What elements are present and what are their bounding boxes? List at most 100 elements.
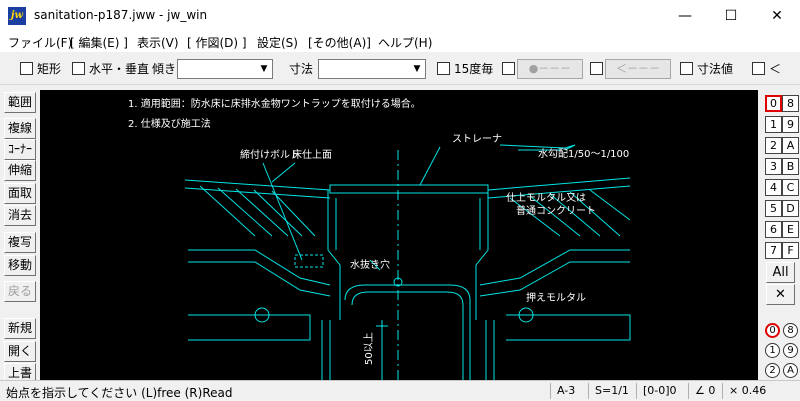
tilt-label: 傾き bbox=[152, 62, 177, 76]
menu-edit[interactable]: [ 編集(E) ] bbox=[70, 36, 128, 50]
hv-label: 水平・垂直 bbox=[89, 62, 150, 76]
label-mortar-1: 仕上モルタル又は bbox=[506, 191, 586, 204]
attribute-toolbar: 矩形 水平・垂直 傾き ▼ 寸法 ▼ 15度毎 ●－－－ ＜－－－ 寸法値 ＜ bbox=[0, 54, 800, 85]
chevron-down-icon[interactable]: ▼ bbox=[260, 64, 268, 74]
tool-undo[interactable]: 戻る bbox=[4, 281, 36, 302]
bolt-detail bbox=[294, 254, 324, 268]
menu-bar: ファイル(F) [ 編集(E) ] 表示(V) [ 作図(D) ] 設定(S) … bbox=[0, 32, 800, 52]
leader-bolt bbox=[262, 162, 303, 261]
deg15-checkbox[interactable] bbox=[437, 62, 450, 75]
layer-group-B[interactable]: B bbox=[782, 158, 799, 175]
label-mortar-2: 普通コンクリート bbox=[516, 204, 596, 217]
paper-size[interactable]: A-3 bbox=[550, 383, 575, 399]
layer-group-4[interactable]: 4 bbox=[765, 179, 782, 196]
dot-checkbox[interactable] bbox=[502, 62, 515, 75]
pipe-walls-inner bbox=[329, 320, 487, 380]
layer-display[interactable]: [0-0]0 bbox=[636, 383, 677, 399]
tool-copy[interactable]: 複写 bbox=[4, 232, 36, 253]
dot-line-button[interactable]: ●－－－ bbox=[517, 59, 583, 79]
tool-erase[interactable]: 消去 bbox=[4, 205, 36, 226]
all-layers-button[interactable]: All bbox=[766, 262, 795, 283]
tool-move[interactable]: 移動 bbox=[4, 255, 36, 276]
layer-2-circle[interactable]: 2 bbox=[765, 363, 780, 378]
rect-checkbox[interactable] bbox=[20, 62, 33, 75]
layer-group-3[interactable]: 3 bbox=[765, 158, 782, 175]
layer-group-5[interactable]: 5 bbox=[765, 200, 782, 217]
layer-8-circle[interactable]: 8 bbox=[783, 323, 798, 338]
dimval-label: 寸法値 bbox=[697, 62, 734, 76]
trap-cup bbox=[344, 284, 471, 380]
layer-9-circle[interactable]: 9 bbox=[783, 343, 798, 358]
strainer-plate bbox=[329, 184, 489, 194]
slope-arrow bbox=[499, 144, 576, 151]
drain-body bbox=[327, 190, 489, 320]
layer-group-D[interactable]: D bbox=[782, 200, 799, 217]
drawing-canvas[interactable]: 1. 適用範囲：防水床に床排水金物ワントラップを取付ける場合。 2. 仕様及び施… bbox=[40, 90, 758, 380]
layer-group-9[interactable]: 9 bbox=[782, 116, 799, 133]
menu-file[interactable]: ファイル(F) bbox=[8, 36, 73, 50]
layer-0-circle[interactable]: 0 bbox=[765, 323, 780, 338]
layer-close-button[interactable]: ✕ bbox=[766, 284, 795, 305]
tool-chamfer[interactable]: 面取 bbox=[4, 183, 36, 204]
leader-floor bbox=[271, 162, 296, 183]
tool-corner[interactable]: ｺｰﾅｰ bbox=[4, 139, 36, 160]
layer-group-E[interactable]: E bbox=[782, 221, 799, 238]
dimval-checkbox[interactable] bbox=[680, 62, 693, 75]
tool-new[interactable]: 新規 bbox=[4, 318, 36, 339]
layer-group-7[interactable]: 7 bbox=[765, 242, 782, 259]
layer-1-circle[interactable]: 1 bbox=[765, 343, 780, 358]
tool-open[interactable]: 開く bbox=[4, 341, 36, 362]
layer-group-F[interactable]: F bbox=[782, 242, 799, 259]
status-bar: 始点を指示してください (L)free (R)Read A-3 S=1/1 [0… bbox=[0, 380, 800, 401]
floor-line-left bbox=[184, 179, 331, 191]
layer-group-0[interactable]: 0 bbox=[765, 95, 782, 112]
maximize-button[interactable]: ☐ bbox=[724, 8, 738, 24]
layer-group-8[interactable]: 8 bbox=[782, 95, 799, 112]
label-drain-hole: 水抜き穴 bbox=[350, 258, 390, 271]
cad-drawing: 1. 適用範囲：防水床に床排水金物ワントラップを取付ける場合。 2. 仕様及び施… bbox=[128, 97, 631, 380]
lt-checkbox[interactable] bbox=[752, 62, 765, 75]
layer-group-6[interactable]: 6 bbox=[765, 221, 782, 238]
leader-hole bbox=[369, 259, 381, 271]
hv-checkbox[interactable] bbox=[72, 62, 85, 75]
dimension-line bbox=[376, 320, 388, 380]
close-button[interactable]: ✕ bbox=[771, 8, 783, 24]
scale-display[interactable]: S=1/1 bbox=[588, 383, 629, 399]
dim-combo[interactable]: ▼ bbox=[318, 59, 426, 79]
tool-overwrite[interactable]: 上書 bbox=[4, 363, 36, 384]
tool-extend[interactable]: 伸縮 bbox=[4, 160, 36, 181]
layer-group-1[interactable]: 1 bbox=[765, 116, 782, 133]
drain-inner bbox=[335, 198, 481, 250]
menu-other[interactable]: [その他(A)] bbox=[308, 36, 371, 50]
angle-display[interactable]: ∠ 0 bbox=[688, 383, 715, 399]
label-dimension: 50以上 bbox=[363, 332, 375, 365]
zoom-display[interactable]: × 0.46 bbox=[722, 383, 766, 399]
label-press-mortar: 押えモルタル bbox=[526, 291, 586, 304]
lt-label: ＜ bbox=[769, 62, 782, 76]
layer-group-A[interactable]: A bbox=[782, 137, 799, 154]
menu-view[interactable]: 表示(V) bbox=[137, 36, 179, 50]
slab-right bbox=[506, 314, 631, 341]
minimize-button[interactable]: — bbox=[678, 8, 692, 24]
app-icon: jw bbox=[8, 7, 26, 25]
label-strainer: ストレーナ bbox=[452, 133, 502, 145]
label-bolt: 締付けボルト bbox=[240, 148, 300, 161]
tool-offset[interactable]: 複線 bbox=[4, 118, 36, 139]
window-title: sanitation-p187.jww - jw_win bbox=[34, 8, 208, 22]
dim-label: 寸法 bbox=[289, 62, 314, 76]
chevron-down-icon[interactable]: ▼ bbox=[413, 64, 421, 74]
layer-group-2[interactable]: 2 bbox=[765, 137, 782, 154]
rect-label: 矩形 bbox=[37, 62, 62, 76]
left-tool-palette: 範囲 複線 ｺｰﾅｰ 伸縮 面取 消去 複写 移動 戻る 新規 開く 上書 bbox=[0, 90, 38, 384]
menu-draw[interactable]: [ 作図(D) ] bbox=[187, 36, 247, 50]
menu-help[interactable]: ヘルプ(H) bbox=[378, 36, 433, 50]
layer-A-circle[interactable]: A bbox=[783, 363, 798, 378]
hatch-left bbox=[199, 185, 316, 237]
layer-group-C[interactable]: C bbox=[782, 179, 799, 196]
arrow-line-button[interactable]: ＜－－－ bbox=[605, 59, 671, 79]
title-bar: jw sanitation-p187.jww - jw_win — ☐ ✕ bbox=[0, 0, 800, 32]
arrow-checkbox[interactable] bbox=[590, 62, 603, 75]
menu-settings[interactable]: 設定(S) bbox=[257, 36, 298, 50]
tilt-combo[interactable]: ▼ bbox=[177, 59, 273, 79]
tool-range[interactable]: 範囲 bbox=[4, 92, 36, 113]
